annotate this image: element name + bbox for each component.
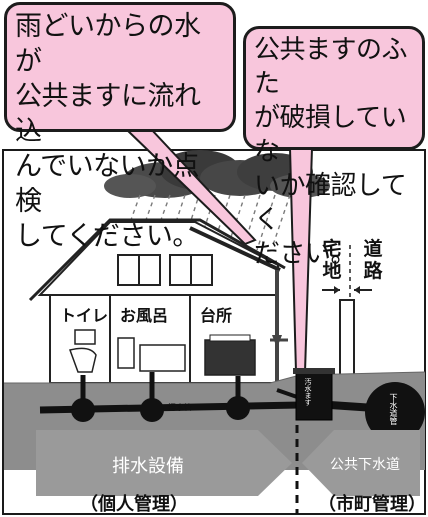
private-drainage-arrow	[36, 430, 292, 496]
toilet-fixture	[69, 329, 97, 373]
sewage-pipes	[39, 372, 376, 422]
callout-drainpipe-check: 雨どいからの水が 公共ますに流れ込 んでいないか点検 してください。	[4, 2, 236, 252]
public-sewer-arrow	[302, 430, 420, 496]
label-public-sewer: 公共下水道	[330, 457, 400, 473]
label-private-land: 宅 地	[322, 238, 342, 282]
callout-basin-cover-check: 公共ますのふた が破損していな いか確認してく ださい。	[243, 26, 425, 269]
label-municipal-management: （市町管理）	[318, 494, 426, 515]
downspout	[270, 270, 288, 392]
bathtub-fixture	[117, 337, 186, 372]
label-public-basin: 汚水ます	[304, 378, 312, 406]
public-basin-cover	[293, 368, 335, 374]
boundary-post	[322, 245, 372, 391]
sewer-main	[365, 382, 425, 442]
label-sewage-pipe: 汚水管	[168, 403, 192, 412]
kitchen-fixture	[204, 334, 256, 376]
room-label-bath: お風呂	[120, 306, 169, 325]
label-road: 道 路	[363, 238, 383, 282]
public-basin	[295, 371, 333, 421]
label-drainage-equipment: 排水設備	[112, 456, 184, 477]
room-label-toilet: トイレ	[60, 306, 109, 325]
label-sewer-main: 下水道管	[389, 393, 398, 425]
label-private-management: （個人管理）	[80, 494, 188, 515]
ground-surface-line	[4, 371, 426, 384]
room-label-kitchen: 台所	[200, 306, 233, 325]
